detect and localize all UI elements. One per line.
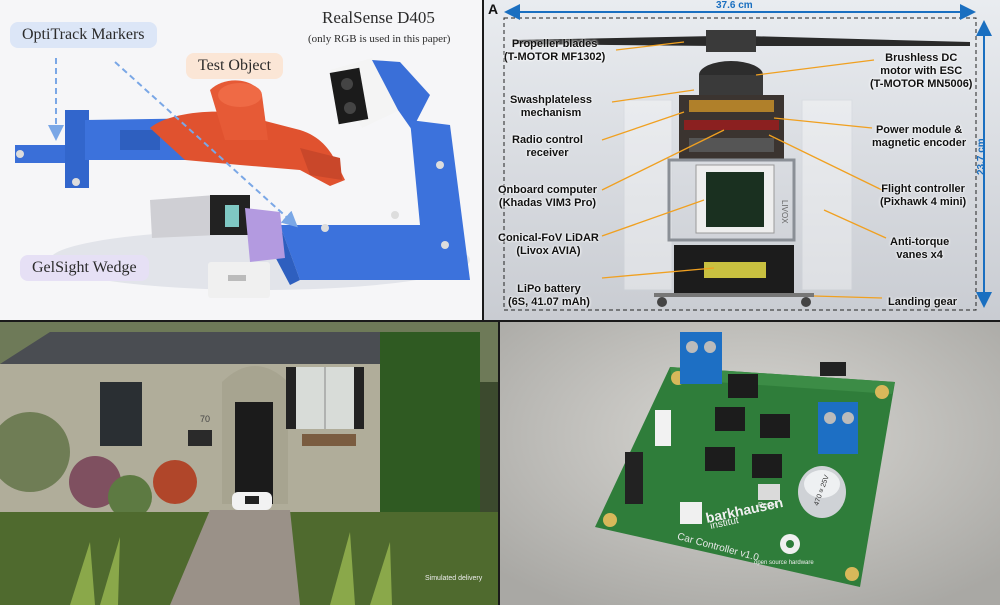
vane-right <box>801 99 853 291</box>
reset-label: Reset <box>758 502 777 509</box>
delivery-panel: 70 Simulated delivery <box>0 322 498 605</box>
callout-propeller: Propeller blades(T-MOTOR MF1302) <box>504 38 606 63</box>
tactile-setup-illustration <box>15 58 470 298</box>
header-pins-left <box>625 452 643 504</box>
panel-letter: A <box>488 1 499 17</box>
bush-left <box>0 412 70 492</box>
roof <box>0 332 450 364</box>
realsense-camera <box>329 58 430 130</box>
callout-lines <box>601 41 887 299</box>
realsense-label: RealSense D405 <box>322 8 435 27</box>
mosfets <box>705 374 790 478</box>
callout-battery: LiPo battery(6S, 41.07 mAh) <box>508 283 590 308</box>
helicopter-panel: LIVOX A 37.6 cm <box>484 0 1000 320</box>
window-left <box>100 382 142 446</box>
callout-flight-controller: Flight controller(Pixhawk 4 mini) <box>880 183 967 208</box>
width-dimension-label: 37.6 cm <box>716 0 753 11</box>
tactile-setup-panel: OptiTrack Markers RealSense D405 (only R… <box>0 0 482 320</box>
barkhausen-logo-mark <box>680 502 702 524</box>
open-source-label: open source hardware <box>754 560 814 566</box>
terminal-block-left <box>680 332 722 384</box>
propeller-blade-right <box>746 36 970 46</box>
callout-lidar: Conical-FoV LiDAR(Livox AVIA) <box>498 232 599 257</box>
realsense-note: (only RGB is used in this paper) <box>308 33 451 45</box>
mailbox <box>188 430 212 446</box>
height-dimension-label: 23.7 cm <box>976 138 987 175</box>
callout-landing-gear: Landing gear <box>888 296 958 308</box>
delivery-caption: Simulated delivery <box>425 575 483 582</box>
helicopter-illustration: LIVOX <box>484 0 1000 320</box>
lidar-brand: LIVOX <box>780 200 789 224</box>
test-object-label: Test Object <box>186 53 284 79</box>
ivy-hedge <box>380 332 480 522</box>
callout-power-module: Power module &magnetic encoder <box>872 124 967 149</box>
optitrack-label: OptiTrack Markers <box>10 22 157 48</box>
terminal-block-right <box>818 402 858 454</box>
vane-left <box>623 99 673 291</box>
reset-button <box>758 484 780 500</box>
gelsight-label: GelSight Wedge <box>20 255 149 281</box>
lidar-window <box>706 172 764 227</box>
test-object <box>150 80 345 186</box>
walkway <box>170 510 300 605</box>
house-scene <box>0 322 498 605</box>
callout-onboard-computer: Onboard computer(Khadas VIM3 Pro) <box>498 184 598 209</box>
house-number: 70 <box>200 414 211 424</box>
white-connector <box>655 410 671 446</box>
header-pins-top <box>820 362 846 376</box>
pcb-illustration <box>500 322 1000 605</box>
propeller-blade-left <box>514 36 716 46</box>
pcb-panel: barkhausen institut Car Controller v1.0 … <box>500 322 1000 605</box>
gelsight-wedge <box>150 195 285 298</box>
front-door <box>235 402 273 504</box>
